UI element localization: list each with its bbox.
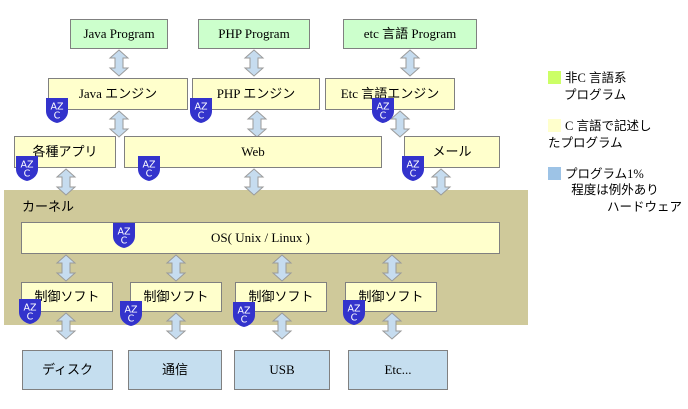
program-box: PHP Program <box>198 19 310 49</box>
engine-box-label: Etc 言語エンジン <box>340 85 440 101</box>
application-box: メール <box>404 136 500 168</box>
legend-label-line2: 程度は例外あり <box>571 183 659 198</box>
legend-color-swatch <box>548 118 561 132</box>
svg-text:AZ: AZ <box>20 160 33 171</box>
bidirectional-arrow-icon <box>399 49 421 77</box>
svg-text:C: C <box>27 312 34 323</box>
bidirectional-arrow-icon <box>55 254 77 282</box>
program-box-label: etc 言語 Program <box>363 25 457 41</box>
bidirectional-arrow-icon <box>271 254 293 282</box>
hardware-box: Etc... <box>348 350 448 390</box>
application-box: 各種アプリ <box>14 136 116 168</box>
svg-text:AZ: AZ <box>124 305 137 316</box>
engine-box: Etc 言語エンジン <box>325 78 455 110</box>
svg-text:AZ: AZ <box>237 306 250 317</box>
legend-label-line1: プログラム1% <box>565 166 644 181</box>
svg-text:AZ: AZ <box>347 304 360 315</box>
bidirectional-arrow-icon <box>108 110 130 138</box>
application-box: Web <box>124 136 382 168</box>
svg-text:AZ: AZ <box>194 102 207 113</box>
legend-label-line3: ハードウェア <box>606 200 682 215</box>
engine-box: Java エンジン <box>48 78 188 110</box>
driver-box-label: 制御ソフト <box>34 288 100 304</box>
driver-box-label: 制御ソフト <box>248 288 314 304</box>
engine-box: PHP エンジン <box>192 78 320 110</box>
hardware-box: USB <box>234 350 330 390</box>
svg-text:AZ: AZ <box>23 303 36 314</box>
os-box: OS( Unix / Linux ) <box>21 222 500 254</box>
application-box-label: Web <box>241 143 265 159</box>
driver-box-label: 制御ソフト <box>358 288 424 304</box>
bidirectional-arrow-icon <box>243 49 265 77</box>
program-box-label: PHP Program <box>218 25 290 41</box>
hardware-box: ディスク <box>22 350 113 390</box>
legend: 非C 言語系プログラム C 言語で記述したプログラムプログラム1% 程度は例外ありハ… <box>548 70 682 230</box>
legend-label-line2: たプログラム <box>548 135 623 150</box>
hardware-box-label: ディスク <box>41 361 94 377</box>
bidirectional-arrow-icon <box>55 168 77 196</box>
program-box: etc 言語 Program <box>343 19 477 49</box>
bidirectional-arrow-icon <box>381 254 403 282</box>
legend-label-line1: C 言語で記述し <box>565 118 652 133</box>
svg-text:C: C <box>146 169 153 180</box>
engine-box-label: Java エンジン <box>78 85 158 101</box>
svg-text:C: C <box>410 169 417 180</box>
bidirectional-arrow-icon <box>389 110 411 138</box>
svg-text:C: C <box>351 313 358 324</box>
legend-label-line2: プログラム <box>564 87 627 102</box>
bidirectional-arrow-icon <box>165 254 187 282</box>
svg-text:AZ: AZ <box>50 102 63 113</box>
svg-text:C: C <box>128 314 135 325</box>
application-box-label: メール <box>432 143 472 159</box>
legend-entry: 非C 言語系プログラム <box>548 70 682 104</box>
bidirectional-arrow-icon <box>246 110 268 138</box>
svg-text:C: C <box>24 169 31 180</box>
hardware-box: 通信 <box>128 350 222 390</box>
driver-box: 制御ソフト <box>345 282 437 312</box>
os-box-label: OS( Unix / Linux ) <box>211 229 310 245</box>
hardware-box-label: USB <box>269 361 295 377</box>
svg-text:C: C <box>198 111 205 122</box>
engine-box-label: PHP エンジン <box>216 85 296 101</box>
hardware-box-label: Etc... <box>384 361 412 377</box>
program-box-label: Java Program <box>83 25 155 41</box>
legend-label-line1: 非C 言語系 <box>565 71 627 85</box>
bidirectional-arrow-icon <box>243 168 265 196</box>
legend-color-swatch <box>548 166 561 180</box>
svg-text:C: C <box>54 111 61 122</box>
bidirectional-arrow-icon <box>55 312 77 340</box>
bidirectional-arrow-icon <box>165 312 187 340</box>
svg-text:C: C <box>121 236 128 247</box>
driver-box-label: 制御ソフト <box>143 288 209 304</box>
bidirectional-arrow-icon <box>271 312 293 340</box>
legend-entry: プログラム1% 程度は例外ありハードウェア <box>548 166 682 217</box>
hardware-box-label: 通信 <box>161 361 188 377</box>
driver-box: 制御ソフト <box>130 282 222 312</box>
bidirectional-arrow-icon <box>381 312 403 340</box>
svg-text:C: C <box>380 111 387 122</box>
kernel-label: カーネル <box>22 199 75 214</box>
svg-text:AZ: AZ <box>406 160 419 171</box>
program-box: Java Program <box>70 19 168 49</box>
svg-text:AZ: AZ <box>142 160 155 171</box>
bidirectional-arrow-icon <box>108 49 130 77</box>
svg-text:C: C <box>241 315 248 326</box>
legend-color-swatch <box>548 71 561 84</box>
legend-entry: C 言語で記述したプログラム <box>548 118 682 152</box>
bidirectional-arrow-icon <box>430 168 452 196</box>
application-box-label: 各種アプリ <box>32 143 98 159</box>
svg-text:AZ: AZ <box>376 102 389 113</box>
svg-text:AZ: AZ <box>117 227 130 238</box>
